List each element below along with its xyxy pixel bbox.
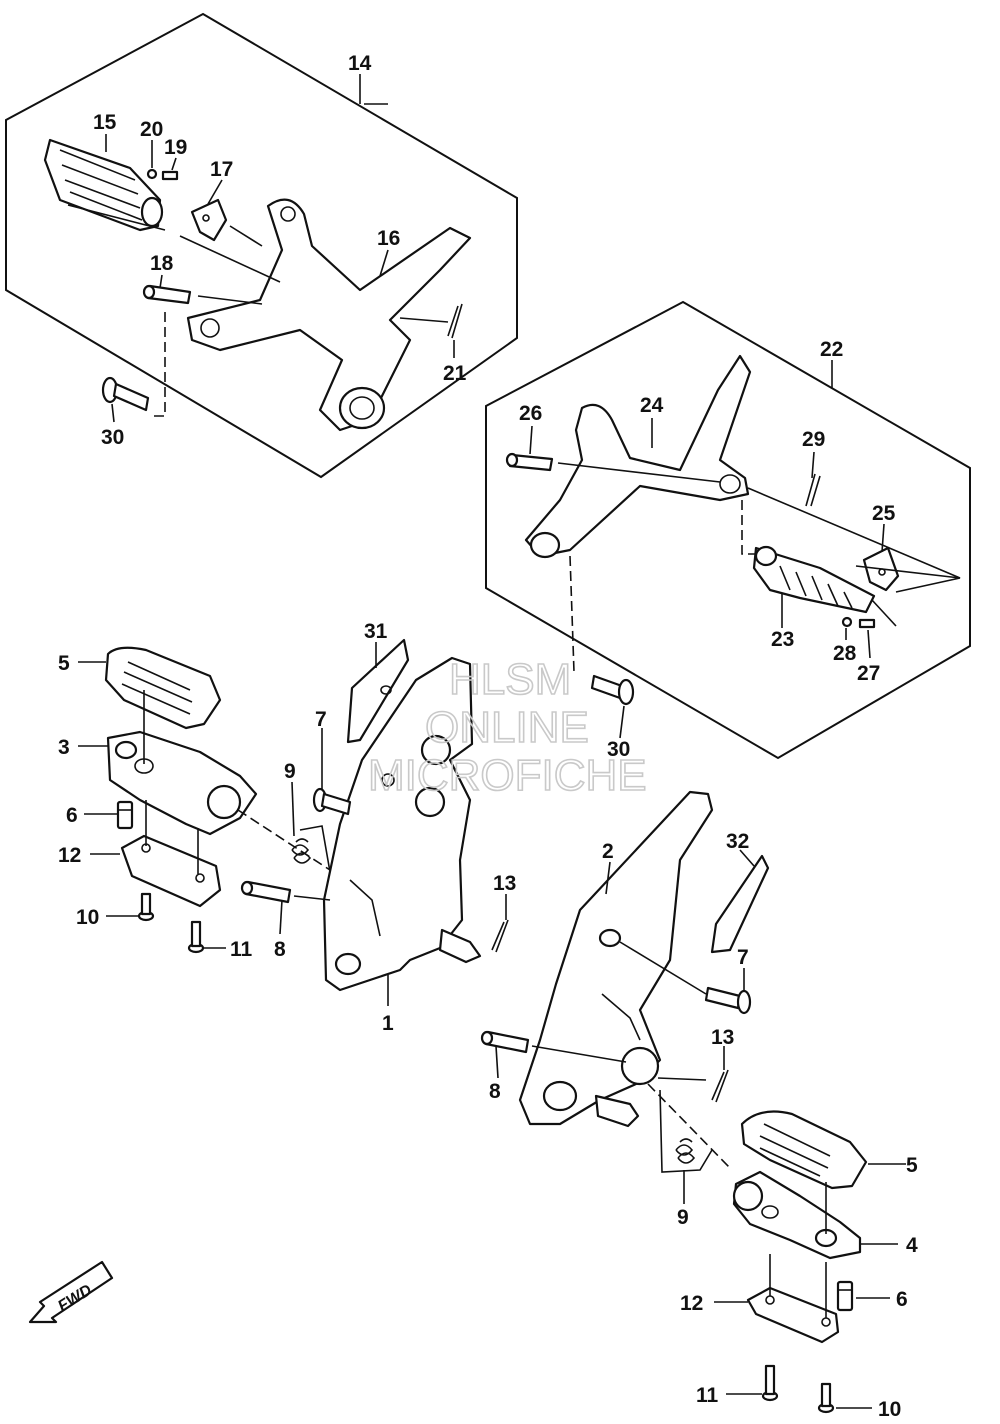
cotter-pin-21 bbox=[447, 303, 463, 339]
spring-27 bbox=[858, 618, 876, 629]
watermark-line-2: ONLINE bbox=[425, 703, 589, 752]
footrest-peg-23 bbox=[752, 545, 876, 614]
callout-18: 18 bbox=[150, 252, 174, 275]
fwd-arrow-icon: FWD bbox=[28, 1260, 114, 1324]
footrest-3 bbox=[106, 730, 258, 836]
callout-5-right: 5 bbox=[906, 1154, 918, 1177]
cotter-pin-13a bbox=[491, 919, 509, 953]
callout-12-left: 12 bbox=[58, 844, 81, 867]
callout-1: 1 bbox=[382, 1012, 394, 1035]
callout-6-left: 6 bbox=[66, 804, 78, 827]
spring-9b bbox=[675, 1138, 696, 1164]
bracket-2 bbox=[518, 790, 714, 1128]
bolt-11a bbox=[187, 920, 205, 954]
rubber-5a bbox=[104, 646, 222, 730]
callout-29: 29 bbox=[802, 428, 825, 451]
shield-31 bbox=[346, 638, 410, 744]
rubber-5b bbox=[740, 1110, 868, 1190]
callout-14: 14 bbox=[348, 52, 372, 75]
callout-4: 4 bbox=[906, 1234, 918, 1257]
callout-30-right: 30 bbox=[607, 738, 630, 761]
callout-30-upper: 30 bbox=[101, 426, 124, 449]
plate-12b bbox=[746, 1286, 840, 1344]
callout-8-right: 8 bbox=[489, 1080, 501, 1103]
footrest-4 bbox=[732, 1170, 862, 1260]
callout-numbers: 14 15 20 19 17 16 18 21 30 22 26 24 29 2… bbox=[58, 52, 918, 1421]
callout-3: 3 bbox=[58, 736, 70, 759]
bracket-24 bbox=[524, 354, 752, 559]
callout-11-left: 11 bbox=[230, 938, 253, 961]
pin-18 bbox=[142, 284, 192, 305]
callout-12-right: 12 bbox=[680, 1292, 703, 1315]
spring-19 bbox=[161, 170, 179, 181]
callout-13-right: 13 bbox=[711, 1026, 734, 1049]
callout-19: 19 bbox=[164, 136, 187, 159]
callout-28: 28 bbox=[833, 642, 857, 665]
bolt-10b bbox=[817, 1382, 835, 1414]
pin-8a bbox=[240, 880, 292, 904]
bolt-30b bbox=[590, 674, 635, 706]
bolt-10a bbox=[137, 892, 155, 922]
assembly-frame-22 bbox=[485, 300, 971, 760]
callout-2: 2 bbox=[602, 840, 614, 863]
pin-26 bbox=[505, 452, 554, 472]
callout-16: 16 bbox=[377, 227, 400, 250]
callout-10-right: 10 bbox=[878, 1398, 901, 1419]
callout-24: 24 bbox=[640, 394, 664, 417]
callout-11-right: 11 bbox=[696, 1384, 719, 1407]
callout-15: 15 bbox=[93, 111, 117, 134]
callout-6-right: 6 bbox=[896, 1288, 908, 1311]
footrest-peg-15 bbox=[43, 138, 164, 232]
callout-10-left: 10 bbox=[76, 906, 99, 929]
assembly-frame-14 bbox=[5, 12, 518, 479]
callout-32: 32 bbox=[726, 830, 749, 853]
bolt-30a bbox=[101, 376, 150, 412]
callout-27: 27 bbox=[857, 662, 880, 685]
callout-20: 20 bbox=[140, 118, 163, 141]
callout-21: 21 bbox=[443, 362, 467, 385]
callout-5-left: 5 bbox=[58, 652, 70, 675]
bolt-7a bbox=[312, 787, 352, 816]
spring-9a bbox=[291, 838, 312, 864]
cotter-pin-29 bbox=[805, 473, 821, 507]
bolt-7b bbox=[704, 986, 752, 1015]
plate-12a bbox=[120, 834, 222, 908]
bolt-11b bbox=[761, 1364, 779, 1402]
callout-23: 23 bbox=[771, 628, 794, 651]
watermark: HLSM ONLINE MICROFICHE bbox=[367, 654, 647, 801]
cotter-pin-13b bbox=[711, 1069, 729, 1103]
callout-17: 17 bbox=[210, 158, 233, 181]
watermark-line-1: HLSM bbox=[449, 655, 571, 704]
washer-28 bbox=[841, 616, 853, 628]
leader-lines bbox=[78, 134, 906, 1409]
callout-8-left: 8 bbox=[274, 938, 286, 961]
washer-20 bbox=[146, 168, 158, 180]
callout-7-right: 7 bbox=[737, 946, 749, 969]
pin-8b bbox=[480, 1030, 530, 1054]
plate-17 bbox=[190, 198, 228, 242]
callout-9-left: 9 bbox=[284, 760, 296, 783]
watermark-line-3: MICROFICHE bbox=[368, 751, 647, 800]
callout-31: 31 bbox=[364, 620, 388, 643]
callout-9-right: 9 bbox=[677, 1206, 689, 1229]
stopper-6b bbox=[836, 1280, 854, 1312]
callout-26: 26 bbox=[519, 402, 542, 425]
callout-7-left: 7 bbox=[315, 708, 327, 731]
bracket-1 bbox=[322, 656, 482, 992]
callout-13-left: 13 bbox=[493, 872, 516, 895]
stopper-6a bbox=[116, 800, 134, 830]
callout-22: 22 bbox=[820, 338, 843, 361]
bracket-16 bbox=[186, 198, 472, 432]
callout-25: 25 bbox=[872, 502, 896, 525]
shield-32 bbox=[710, 854, 770, 954]
